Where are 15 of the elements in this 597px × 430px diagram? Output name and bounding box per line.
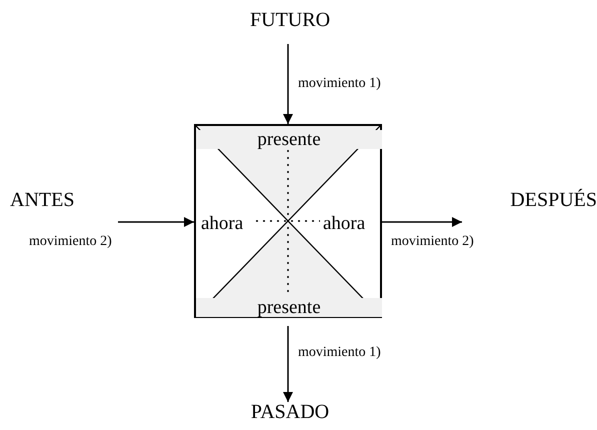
direction-label: FUTURO bbox=[250, 10, 330, 30]
arrow bbox=[382, 217, 462, 227]
present-label: presente bbox=[196, 130, 382, 149]
direction-label: DESPUÉS bbox=[510, 190, 597, 210]
arrow bbox=[283, 326, 293, 402]
edge-label: movimiento 2) bbox=[28, 234, 113, 250]
direction-label: PASADO bbox=[250, 402, 330, 422]
edge-label: movimiento 1) bbox=[297, 76, 382, 92]
square-box bbox=[194, 124, 382, 318]
present-label: presente bbox=[196, 298, 382, 317]
arrow bbox=[283, 44, 293, 124]
direction-label: ANTES bbox=[10, 190, 74, 210]
edge-label: movimiento 2) bbox=[390, 234, 475, 250]
arrow bbox=[118, 217, 194, 227]
edge-label: movimiento 1) bbox=[297, 345, 382, 361]
